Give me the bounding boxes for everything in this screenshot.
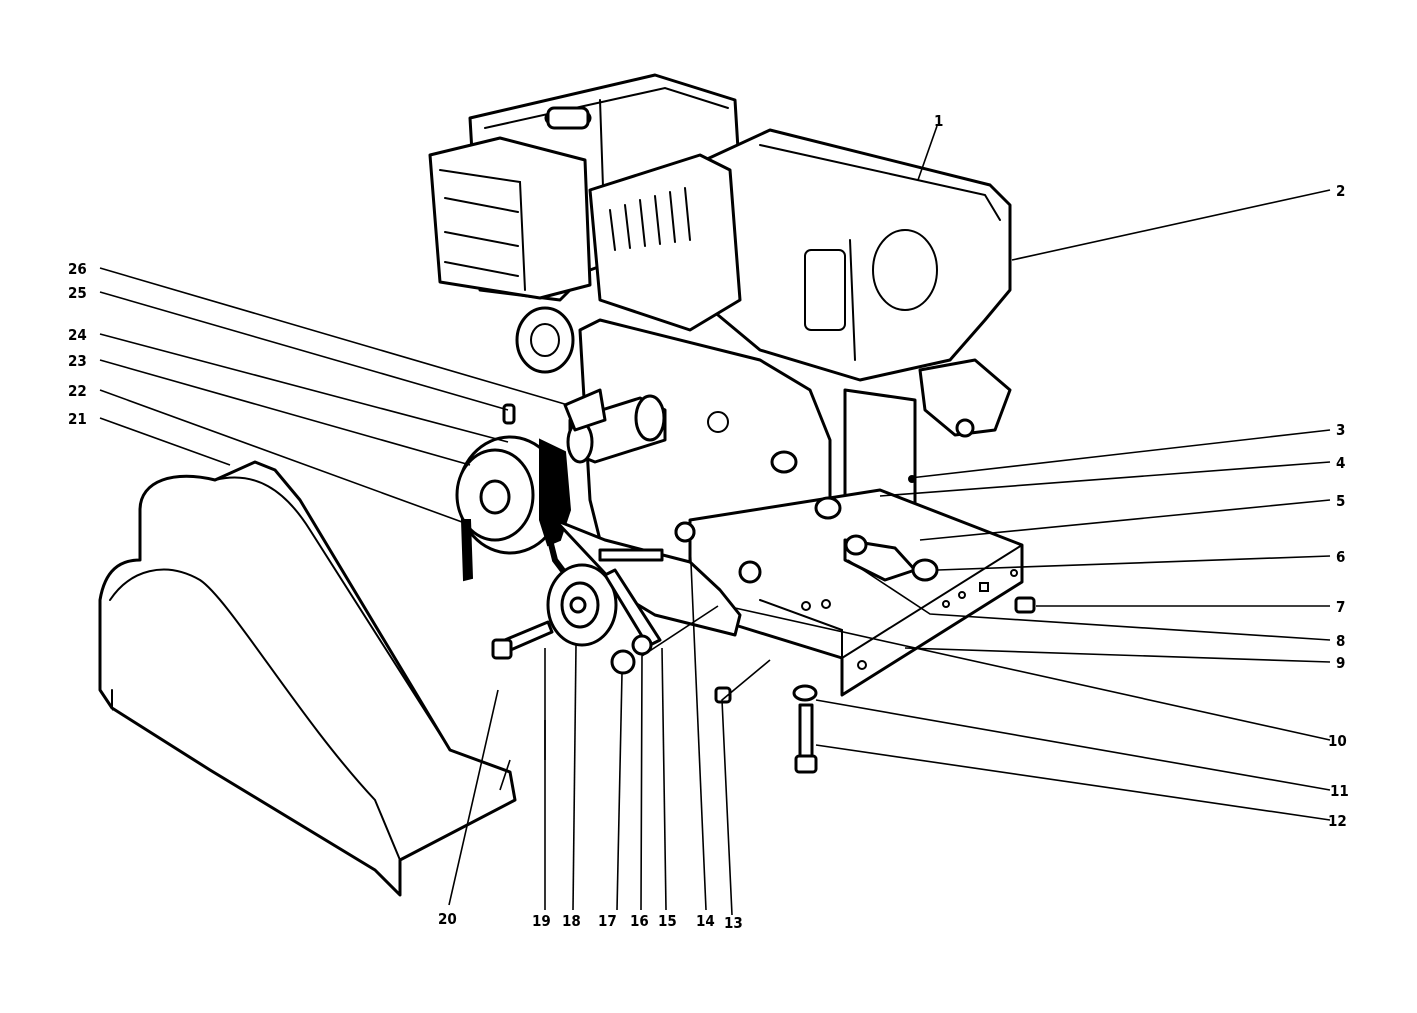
bolt-12 [798,703,814,760]
washer [631,634,653,656]
callout-12: 12 [1328,812,1347,830]
cylinder-head [588,153,742,332]
callout-10: 10 [1328,732,1347,750]
callout-1: 1 [934,112,943,130]
drive-belt-assembly [455,403,1036,774]
belt-guard-body [98,460,517,897]
callout-21: 21 [68,410,87,428]
washer-11 [792,684,818,702]
callout-6: 6 [1336,548,1345,566]
callout-15: 15 [658,912,677,930]
callout-13: 13 [724,914,743,932]
callout-5: 5 [1336,492,1345,510]
engine-base [674,450,1024,697]
callout-numbers: 1 2 3 4 5 6 7 8 9 10 11 12 13 14 15 16 1… [68,112,1349,932]
callout-11: 11 [1330,782,1349,800]
callout-4: 4 [1336,454,1345,472]
callout-2: 2 [1336,182,1345,200]
callout-16: 16 [630,912,649,930]
callout-23: 23 [68,352,87,370]
leader-lines [99,125,1331,916]
belt-guard [98,460,517,897]
callout-18: 18 [562,912,581,930]
nut [610,649,636,675]
base-plate [688,488,1024,697]
callout-8: 8 [1336,632,1345,650]
air-cleaner [428,136,592,300]
callout-22: 22 [68,382,87,400]
callout-14: 14 [696,912,715,930]
muffler [515,306,575,374]
callout-9: 9 [1336,654,1345,672]
callout-25: 25 [68,284,87,302]
callout-19: 19 [532,912,551,930]
callout-17: 17 [598,912,617,930]
blower-housing [698,128,1012,382]
screw [714,686,732,704]
callout-20: 20 [438,910,457,928]
clip [1014,596,1036,614]
callout-24: 24 [68,326,87,344]
callout-3: 3 [1336,421,1345,439]
callout-7: 7 [1336,598,1345,616]
set-screw [502,403,516,425]
flange-nut [674,521,696,543]
callout-26: 26 [68,260,87,278]
